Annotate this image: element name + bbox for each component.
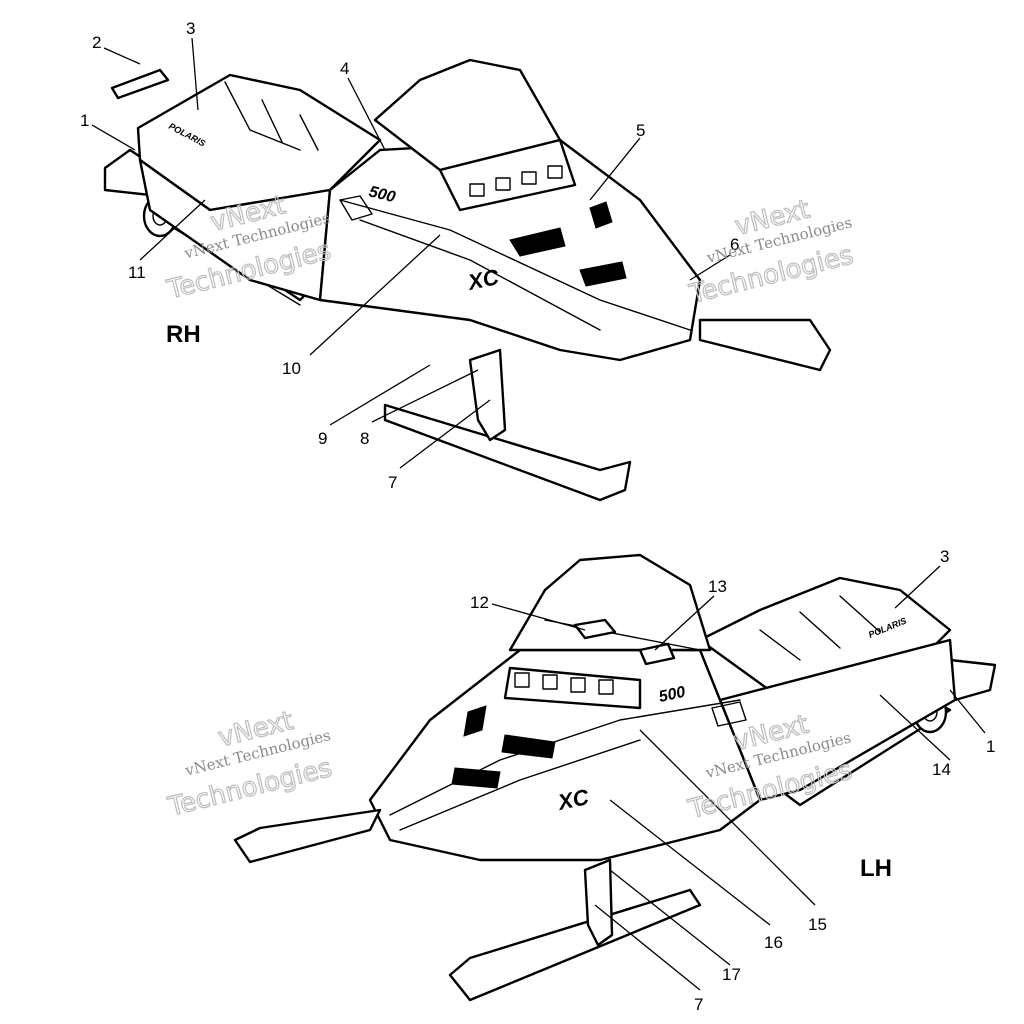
rh-snowmobile: 500 XC POLARIS: [103, 58, 832, 502]
rh-callout-6: 6: [730, 235, 739, 254]
rh-spindle: [468, 348, 507, 442]
rh-decal-2: [110, 68, 170, 100]
lh-spindle: [583, 858, 614, 947]
lh-callout-12: 12: [470, 593, 489, 612]
watermark-bottom-left: vNext vNext Technologies Technologies: [164, 705, 335, 823]
rh-callout-10: 10: [282, 359, 301, 378]
lh-callout-16: 16: [764, 933, 783, 952]
lh-callout-17: 17: [722, 965, 741, 984]
rh-callout-7: 7: [388, 473, 397, 492]
lh-callout-13: 13: [708, 577, 727, 596]
rh-checkered-decal: [339, 195, 373, 221]
rh-callout-4: 4: [340, 59, 349, 78]
lh-callout-15: 15: [808, 915, 827, 934]
rh-callout-1: 1: [80, 111, 89, 130]
rh-gauge-decals: [469, 165, 563, 197]
rh-callout-11: 11: [128, 263, 146, 282]
lh-callout-1: 1: [986, 737, 995, 756]
lh-callout-3: 3: [940, 547, 949, 566]
rh-leader-lines: [91, 37, 731, 469]
rh-callout-3: 3: [186, 19, 195, 38]
rh-callout-8: 8: [360, 429, 369, 448]
lh-decal-12: [573, 618, 617, 640]
lh-checkered-decal: [711, 701, 747, 727]
lh-view-label: LH: [860, 855, 892, 882]
watermark-top-right: vNext vNext Technologies Technologies: [686, 194, 857, 311]
rh-hood-vent-decal: [509, 227, 566, 257]
lh-callout-7: 7: [694, 995, 703, 1014]
lh-snowmobile: 500 XC POLARIS: [233, 553, 997, 1002]
rh-callout-5: 5: [636, 121, 645, 140]
lh-side-vent: [463, 705, 487, 737]
lh-callout-14: 14: [932, 760, 951, 779]
rh-right-ski: [383, 318, 832, 502]
rh-hood-vent-decal-lower: [579, 261, 627, 287]
rh-view-label: RH: [166, 321, 201, 348]
lh-hood-vent-decal-lower: [451, 767, 501, 789]
lh-leader-lines: [491, 565, 986, 991]
lh-hood-vent-decal: [501, 734, 556, 759]
lh-model-number-decal: 500: [657, 684, 687, 706]
rh-callout-2: 2: [92, 33, 101, 52]
rh-side-vent: [589, 201, 613, 229]
lh-left-ski: [233, 808, 702, 1002]
rh-model-number-decal: 500: [367, 183, 397, 206]
lh-gauge-decals: [514, 672, 614, 695]
rh-callout-9: 9: [318, 429, 327, 448]
